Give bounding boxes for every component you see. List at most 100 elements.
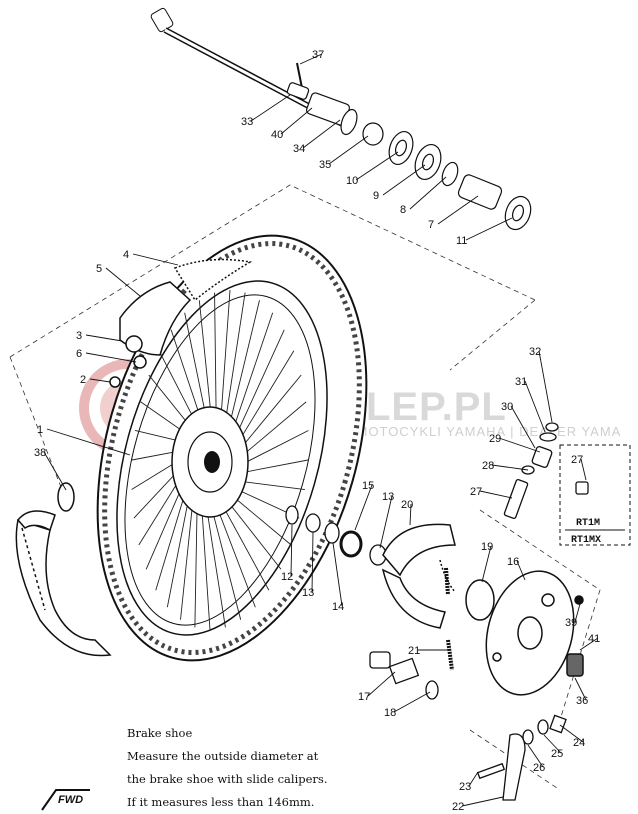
leader-line-c19 [481,545,492,583]
leader-line-c10 [355,151,399,181]
callout-c16: 16 [507,556,519,568]
callout-c40: 40 [271,129,283,141]
note-line-1: Measure the outside diameter at [127,749,319,763]
callout-c9: 9 [373,190,379,202]
callout-c10: 10 [346,175,358,187]
callout-c18: 18 [384,707,396,719]
leader-line-c35 [328,135,369,165]
leader-line-c26 [527,744,544,768]
callout-c28: 28 [482,460,494,472]
callout-c7: 7 [428,219,434,231]
callout-c4: 4 [123,249,129,261]
leader-line-c25 [543,734,562,754]
leader-line-c23 [468,771,479,787]
callout-c1: 1 [37,424,43,436]
callout-c5: 5 [96,263,102,275]
brake-shoe-note: Brake shoe Measure the outside diameter … [127,722,377,814]
callout-c20: 20 [401,499,413,511]
callout-c30: 30 [501,401,513,413]
brake-arm [476,714,567,801]
leader-line-c36 [574,677,587,701]
brake-shoes [381,523,495,629]
leader-line-c8 [409,176,447,210]
callout-c13b: 13 [302,587,314,599]
callout-c38: 38 [34,447,46,459]
front-wheel [96,234,368,662]
callout-c17: 17 [358,691,370,703]
callout-c19: 19 [481,541,493,553]
callout-c2: 2 [80,374,86,386]
model-line-2: RT1MX [571,535,601,546]
callout-c12: 12 [281,571,293,583]
callout-c39: 39 [565,617,577,629]
callout-c35: 35 [319,159,331,171]
leader-line-c11 [465,217,513,241]
callout-c41: 41 [588,633,600,645]
note-line-2: the brake shoe with slide calipers. [127,772,328,786]
leader-line-c22 [461,796,504,807]
fwd-direction-badge: FWD [41,789,90,811]
callout-c22: 22 [452,801,464,813]
leader-line-c20 [409,503,412,526]
callout-c15: 15 [362,480,374,492]
hub-spacers-seals [285,505,387,566]
speedometer-drive [503,422,589,519]
callout-c26: 26 [533,762,545,774]
callout-c27a: 27 [470,486,482,498]
callout-c3: 3 [76,330,82,342]
tube-and-rim-band [109,258,253,388]
leader-line-c33 [250,94,291,122]
leader-line-c31 [524,380,546,433]
callout-c32: 32 [529,346,541,358]
callout-c21: 21 [408,645,420,657]
part-callouts: 3733403435109871145362138323130292827271… [34,49,600,813]
leader-line-c30 [510,405,536,449]
model-line-1: RT1M [576,518,600,529]
leader-line-c13a [379,495,393,549]
leader-line-c7 [437,195,479,225]
note-line-3: If it measures less than 146mm. [127,795,315,809]
callout-c36: 36 [576,695,588,707]
callout-c24: 24 [573,737,585,749]
leader-line-c18 [393,691,431,713]
model-variant-box: RT1M RT1MX [559,444,631,546]
leader-line-c13b [311,531,314,593]
callout-c37: 37 [312,49,324,61]
leader-line-c6 [85,352,137,363]
callout-c11: 11 [456,235,467,247]
callout-c31: 31 [515,376,527,388]
leader-line-c40 [280,107,313,135]
callout-c23: 23 [459,781,471,793]
leader-line-c15 [354,484,373,531]
leader-line-c28 [491,464,529,471]
callout-c33: 33 [241,116,253,128]
callout-c14: 14 [332,601,344,613]
note-title: Brake shoe [127,726,193,740]
leader-line-c14 [332,542,343,607]
leader-line-c12 [290,524,293,577]
leader-line-c38 [43,451,67,491]
callout-c6: 6 [76,348,82,360]
callout-c27b: 27 [571,454,583,466]
brake-panel [485,570,584,696]
leader-line-c17 [367,671,396,697]
leader-line-c27b [580,458,587,481]
leader-line-c37 [299,53,323,65]
leader-line-c32 [538,350,553,423]
fwd-label: FWD [58,794,83,806]
axle-parts [286,62,532,231]
callout-c8: 8 [400,204,406,216]
callout-c25: 25 [551,748,563,760]
leader-line-c4 [132,253,179,266]
leader-line-c34 [302,119,341,149]
leader-line-c29 [498,437,541,453]
tire-cutaway [15,482,112,657]
brake-cam [369,567,454,700]
callout-c29: 29 [489,433,501,445]
callout-c13a: 13 [382,491,394,503]
leader-line-c9 [382,164,426,196]
callout-c34: 34 [293,143,305,155]
leader-line-c5 [105,267,141,297]
leader-line-c39 [574,603,581,623]
